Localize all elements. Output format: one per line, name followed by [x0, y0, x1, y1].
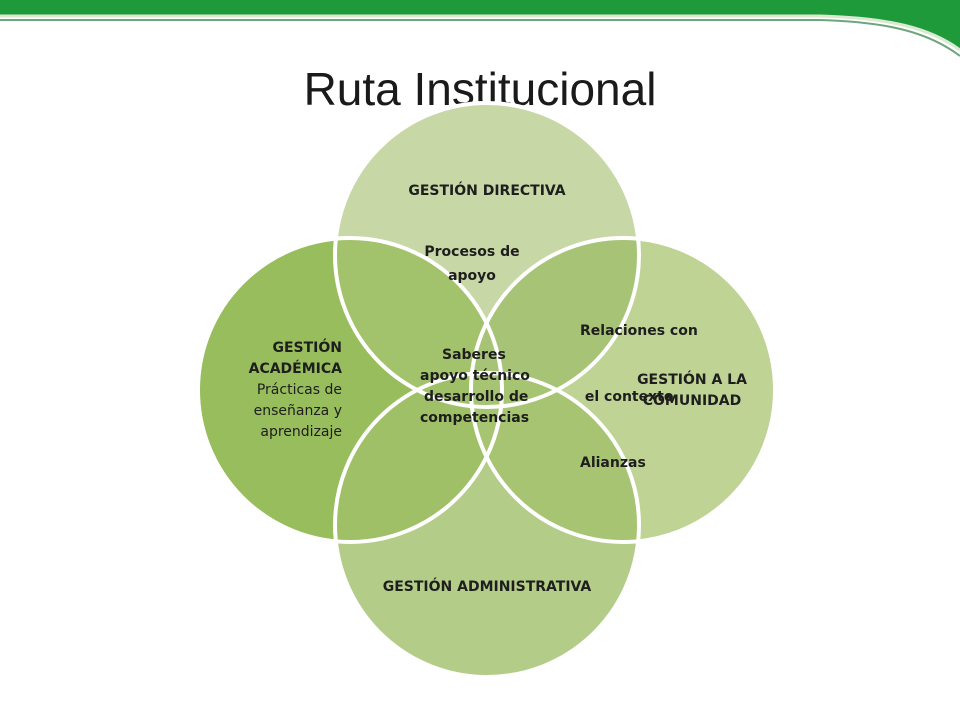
outline-comunidad: [469, 236, 777, 544]
label-line: GESTIÓN A LA: [637, 372, 747, 388]
note-line: Relaciones con: [580, 323, 698, 339]
note-procesos-apoyo: Procesos de apoyo: [412, 240, 532, 288]
center-line: desarrollo de: [424, 389, 529, 405]
label-gestion-academica: GESTIÓN ACADÉMICA Prácticas de enseñanza…: [220, 338, 342, 443]
center-line: Saberes: [442, 347, 506, 363]
outline-administrativa: [333, 371, 641, 679]
note-line: Prácticas de: [256, 382, 342, 398]
note-line: enseñanza y: [253, 403, 342, 419]
note-line: Alianzas: [580, 455, 646, 471]
note-line: apoyo: [448, 268, 496, 284]
note-relaciones-contexto: Relaciones con el contexto Alianzas: [580, 276, 740, 518]
center-saberes: Saberes apoyo técnico desarrollo de comp…: [410, 345, 545, 429]
label-line: ACADÉMICA: [248, 361, 342, 377]
note-line: aprendizaje: [260, 424, 342, 440]
label-gestion-comunidad: GESTIÓN A LA COMUNIDAD: [622, 370, 762, 412]
center-line: apoyo técnico: [420, 368, 530, 384]
note-line: el contexto: [580, 389, 674, 405]
label-line: GESTIÓN: [272, 340, 342, 356]
header-banner: [0, 0, 960, 57]
note-line: Procesos de: [424, 244, 520, 260]
banner-stripe: [0, 14, 960, 52]
outline-academica: [196, 236, 504, 544]
banner-band: [0, 0, 960, 50]
label-gestion-directiva: GESTIÓN DIRECTIVA: [408, 183, 566, 199]
banner-shadow: [0, 19, 960, 57]
label-line: COMUNIDAD: [642, 393, 742, 409]
label-gestion-administrativa: GESTIÓN ADMINISTRATIVA: [382, 579, 592, 595]
center-line: competencias: [420, 410, 530, 426]
outline-directiva: [333, 101, 641, 409]
